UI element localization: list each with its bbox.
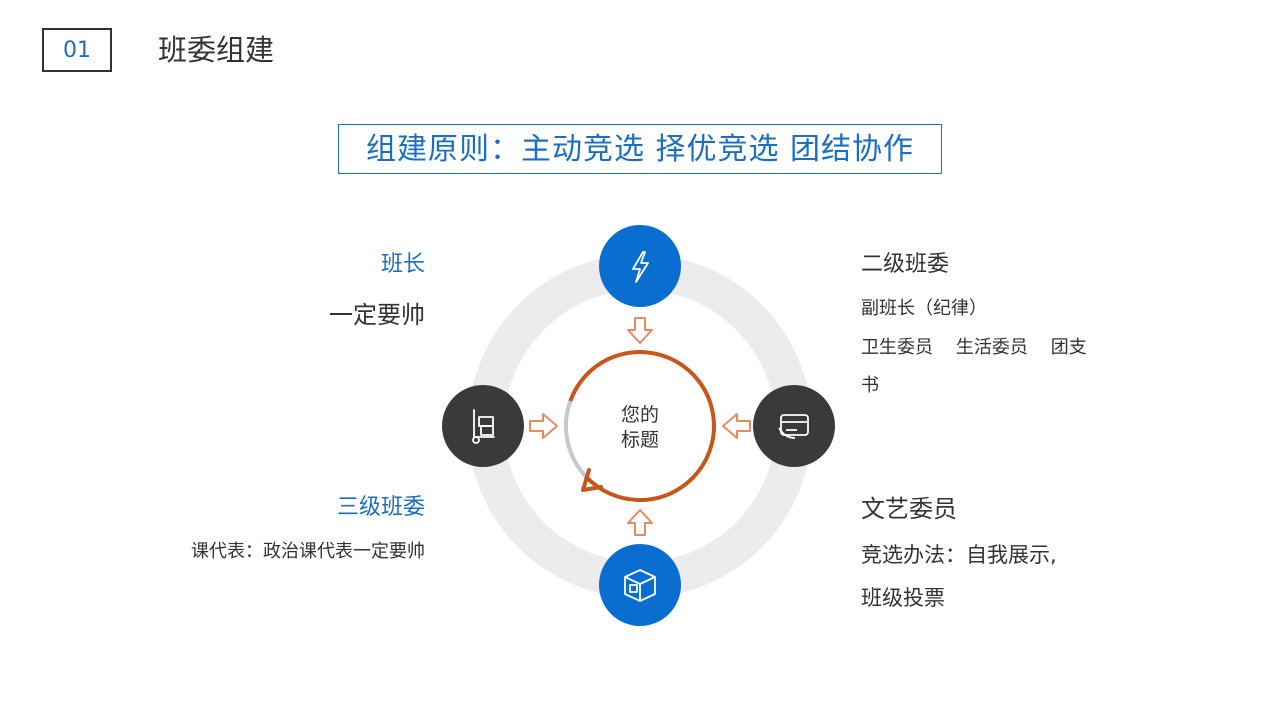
inner-cycle-orange-arc: [568, 350, 716, 502]
section-top-left-desc: 一定要帅: [329, 301, 425, 329]
section-number-box: 01: [42, 28, 112, 72]
node-top: [599, 225, 681, 307]
arrow-up-icon: [627, 509, 653, 536]
arrow-down-icon: [627, 317, 653, 344]
center-title-line1: 您的: [621, 404, 659, 426]
arrow-right-icon: [529, 413, 558, 439]
inner-cycle-gray-arc: [563, 400, 587, 478]
box-icon: [624, 569, 656, 602]
section-bottom-right-line1: 竞选办法：自我展示,: [861, 543, 1057, 567]
section-bottom-right-line2: 班级投票: [861, 586, 945, 610]
card-icon: [778, 414, 809, 439]
principle-box: [338, 124, 942, 174]
section-top-right-title: 二级班委: [861, 252, 950, 277]
trolley-icon: [472, 409, 495, 444]
section-top-right-line3: 书: [861, 375, 879, 396]
section-number: 01: [63, 37, 91, 63]
node-left: [442, 385, 524, 467]
section-bottom-left-desc: 课代表：政治课代表一定要帅: [191, 541, 425, 562]
arrow-left-icon: [722, 413, 751, 439]
center-title-line2: 标题: [621, 429, 659, 451]
node-right: [753, 385, 835, 467]
lightning-icon: [632, 251, 649, 283]
section-top-right-line2: 卫生委员 生活委员 团支: [861, 337, 1087, 358]
section-bottom-left-title: 三级班委: [336, 495, 425, 520]
section-top-left-title: 班长: [380, 252, 425, 277]
cycle-arrowhead: [581, 468, 603, 492]
principle-text: 组建原则：主动竞选 择优竞选 团结协作: [365, 132, 915, 167]
page-title: 班委组建: [158, 33, 275, 67]
section-bottom-right-title: 文艺委员: [861, 495, 957, 523]
section-top-right-line1: 副班长（纪律）: [861, 298, 987, 319]
node-bottom: [599, 544, 681, 626]
